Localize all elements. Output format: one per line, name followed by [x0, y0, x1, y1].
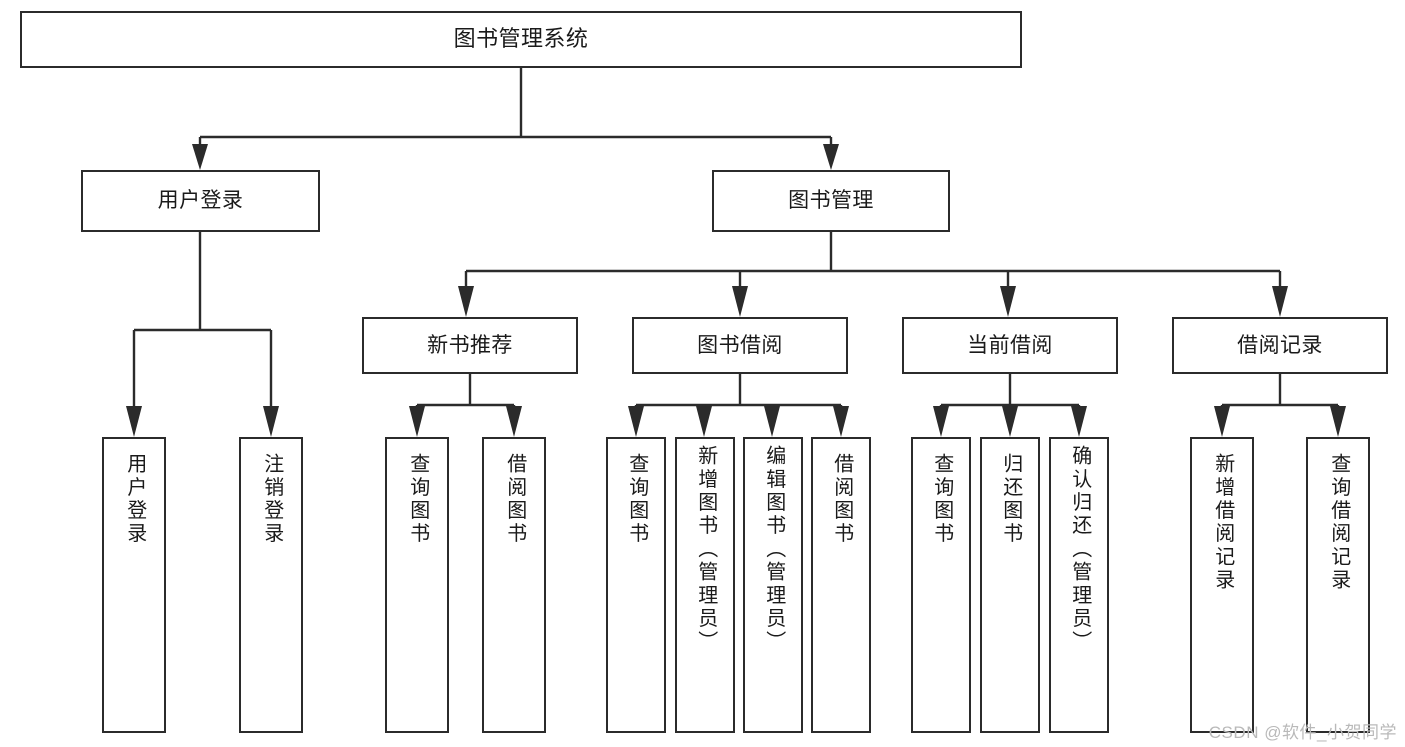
node-current-borrow-label: 当前借阅: [967, 333, 1053, 357]
node-borrow-record[interactable]: 借阅记录: [1172, 317, 1388, 374]
arrowhead-leaf-logout: [263, 406, 279, 437]
leaf-bb-edit-book-label: 编辑图书（管理员）: [762, 445, 785, 654]
csdn-watermark: CSDN @软件_小贺同学: [1208, 723, 1397, 742]
node-current-borrow[interactable]: 当前借阅: [902, 317, 1118, 374]
arrowhead-bb-leaf-4: [833, 406, 849, 437]
leaf-bb-edit-book[interactable]: 编辑图书（管理员）: [743, 437, 803, 733]
leaf-user-login[interactable]: 用户登录: [102, 437, 166, 733]
leaf-cb-query-book[interactable]: 查询图书: [911, 437, 971, 733]
node-new-book-recommend[interactable]: 新书推荐: [362, 317, 578, 374]
leaf-br-query-record-label: 查询借阅记录: [1327, 453, 1350, 593]
leaf-logout[interactable]: 注销登录: [239, 437, 303, 733]
arrowhead-leaf-user-login: [126, 406, 142, 437]
leaf-nb-query-book[interactable]: 查询图书: [385, 437, 449, 733]
leaf-nb-borrow-book-label: 借阅图书: [503, 453, 526, 546]
leaf-logout-label: 注销登录: [260, 453, 283, 546]
node-book-borrow[interactable]: 图书借阅: [632, 317, 848, 374]
node-book-management[interactable]: 图书管理: [712, 170, 950, 232]
leaf-br-add-record-label: 新增借阅记录: [1211, 453, 1234, 593]
leaf-user-login-label: 用户登录: [123, 453, 146, 546]
leaf-nb-borrow-book[interactable]: 借阅图书: [482, 437, 546, 733]
arrowhead-user-login: [192, 144, 208, 170]
leaf-bb-borrow-book-label: 借阅图书: [830, 453, 853, 546]
node-root-system[interactable]: 图书管理系统: [20, 11, 1022, 68]
arrowhead-br-leaf-1: [1214, 406, 1230, 437]
arrowhead-br-leaf-2: [1330, 406, 1346, 437]
arrowhead-nb-leaf-2: [506, 406, 522, 437]
leaf-br-query-record[interactable]: 查询借阅记录: [1306, 437, 1370, 733]
arrowhead-book-manage: [823, 144, 839, 170]
leaf-cb-query-book-label: 查询图书: [930, 453, 953, 546]
leaf-bb-add-book-label: 新增图书（管理员）: [694, 445, 717, 654]
leaf-cb-return-book-label: 归还图书: [999, 453, 1022, 546]
node-book-borrow-label: 图书借阅: [697, 333, 783, 357]
arrowhead-cb-leaf-3: [1071, 406, 1087, 437]
arrowhead-book-borrow: [732, 286, 748, 317]
arrowhead-bb-leaf-1: [628, 406, 644, 437]
leaf-bb-add-book[interactable]: 新增图书（管理员）: [675, 437, 735, 733]
arrowhead-cb-leaf-2: [1002, 406, 1018, 437]
node-new-book-recommend-label: 新书推荐: [427, 333, 513, 357]
leaf-cb-confirm-return[interactable]: 确认归还（管理员）: [1049, 437, 1109, 733]
leaf-nb-query-book-label: 查询图书: [406, 453, 429, 546]
arrowhead-bb-leaf-3: [764, 406, 780, 437]
arrowhead-cb-leaf-1: [933, 406, 949, 437]
arrowhead-borrow-record: [1272, 286, 1288, 317]
leaf-br-add-record[interactable]: 新增借阅记录: [1190, 437, 1254, 733]
arrowhead-bb-leaf-2: [696, 406, 712, 437]
node-borrow-record-label: 借阅记录: [1237, 333, 1323, 357]
arrowhead-nb-leaf-1: [409, 406, 425, 437]
leaf-bb-query-book-label: 查询图书: [625, 453, 648, 546]
leaf-cb-confirm-return-label: 确认归还（管理员）: [1068, 445, 1091, 654]
leaf-bb-query-book[interactable]: 查询图书: [606, 437, 666, 733]
node-book-management-label: 图书管理: [788, 189, 874, 213]
node-user-login[interactable]: 用户登录: [81, 170, 320, 232]
leaf-cb-return-book[interactable]: 归还图书: [980, 437, 1040, 733]
leaf-bb-borrow-book[interactable]: 借阅图书: [811, 437, 871, 733]
node-root-system-label: 图书管理系统: [453, 26, 589, 52]
arrowhead-new-book: [458, 286, 474, 317]
node-user-login-label: 用户登录: [157, 189, 244, 213]
arrowhead-current-borrow: [1000, 286, 1016, 317]
